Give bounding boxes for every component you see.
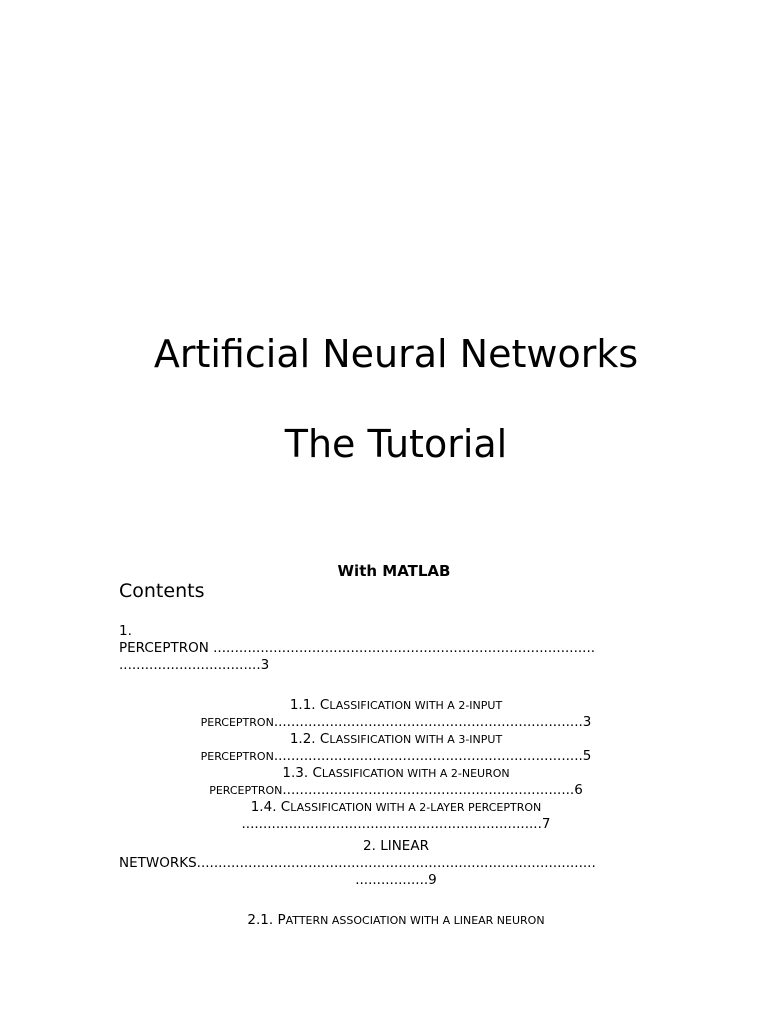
- toc-entry-1-title: PERCEPTRON .............................…: [119, 640, 596, 656]
- toc-entry-1-4-page: ........................................…: [241, 816, 551, 832]
- toc-entry-1-3-title: 1.3. Classification with a 2-neuron: [282, 765, 510, 781]
- toc-entry-1-page: .................................3: [119, 657, 270, 673]
- toc-entry-1-2-page: perceptron..............................…: [200, 748, 592, 764]
- toc-entry-1-3-page: perceptron..............................…: [209, 782, 583, 798]
- toc-entry-2-1-title: 2.1. Pattern association with a linear n…: [247, 912, 545, 928]
- with-matlab-label: With MATLAB: [337, 562, 451, 580]
- document-title: Artificial Neural Networks: [153, 332, 639, 376]
- document-subtitle: The Tutorial: [284, 422, 508, 466]
- contents-heading: Contents: [119, 580, 205, 602]
- toc-entry-1-4-title: 1.4. Classification with a 2-layer perce…: [250, 799, 542, 815]
- toc-entry-2-title: NETWORKS................................…: [119, 855, 596, 871]
- toc-entry-1-number: 1.: [119, 623, 132, 639]
- toc-entry-1-2-number: 1.2.: [289, 731, 320, 747]
- toc-entry-2-page: .................9: [355, 872, 437, 888]
- toc-entry-1-4-number: 1.4.: [250, 799, 281, 815]
- toc-entry-2-1-number: 2.1.: [247, 912, 278, 928]
- toc-entry-1-3-number: 1.3.: [282, 765, 313, 781]
- toc-entry-1-1-page: perceptron..............................…: [200, 714, 592, 730]
- toc-entry-1-1-title: 1.1. Classification with a 2-input: [289, 697, 503, 713]
- toc-entry-1-1-number: 1.1.: [289, 697, 320, 713]
- toc-entry-2-number: 2. LINEAR: [363, 838, 429, 854]
- toc-entry-1-2-title: 1.2. Classification with a 3-input: [289, 731, 503, 747]
